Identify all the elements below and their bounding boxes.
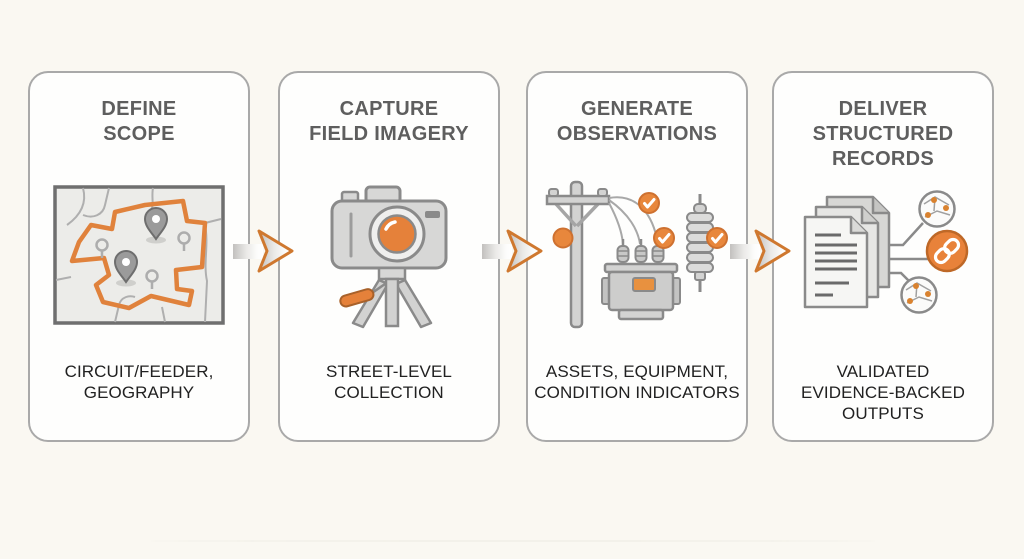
insulator — [686, 194, 714, 292]
map-pin-outline-icon — [95, 231, 191, 289]
crossarm — [545, 194, 611, 206]
text-lines — [815, 233, 857, 297]
map-icon — [53, 185, 225, 325]
tripod-leg — [394, 278, 433, 329]
transformer-label — [632, 277, 656, 292]
tripod-leg — [384, 277, 400, 328]
transformer — [601, 262, 681, 321]
pan-handle — [339, 288, 375, 308]
bushings — [616, 239, 665, 263]
arrow-right-icon — [482, 229, 543, 273]
map-pin-icon — [113, 250, 139, 287]
viewfinder — [425, 211, 440, 218]
arrow-right-icon — [233, 229, 294, 273]
icon-area — [280, 177, 498, 333]
arrow-right-icon — [730, 229, 791, 273]
icon-area — [30, 177, 248, 333]
check-badge-icon — [706, 227, 728, 249]
map-boundary — [69, 198, 208, 311]
pole — [569, 180, 584, 329]
utility-pole-transformer-icon — [545, 180, 728, 329]
check-badge-icon — [653, 227, 675, 249]
braces — [554, 202, 600, 228]
link-icon — [925, 229, 969, 273]
lens — [377, 214, 417, 254]
network-node-icon — [918, 190, 956, 228]
observation-dot — [552, 227, 574, 249]
icon-area — [528, 177, 746, 333]
icon-area — [774, 177, 992, 333]
map-pin-icon — [143, 207, 169, 244]
camera-tripod-icon — [330, 185, 448, 329]
document-page — [803, 215, 869, 309]
network-node-icon — [900, 276, 938, 314]
step-caption: CIRCUIT/FEEDER,GEOGRAPHY — [64, 362, 214, 402]
check-badge-icon — [638, 192, 660, 214]
step-caption: ASSETS, EQUIPMENT,CONDITION INDICATORS — [534, 362, 740, 402]
connector-lines — [885, 222, 931, 284]
documents-link-icon — [803, 190, 969, 314]
footer-shadow — [150, 540, 876, 542]
